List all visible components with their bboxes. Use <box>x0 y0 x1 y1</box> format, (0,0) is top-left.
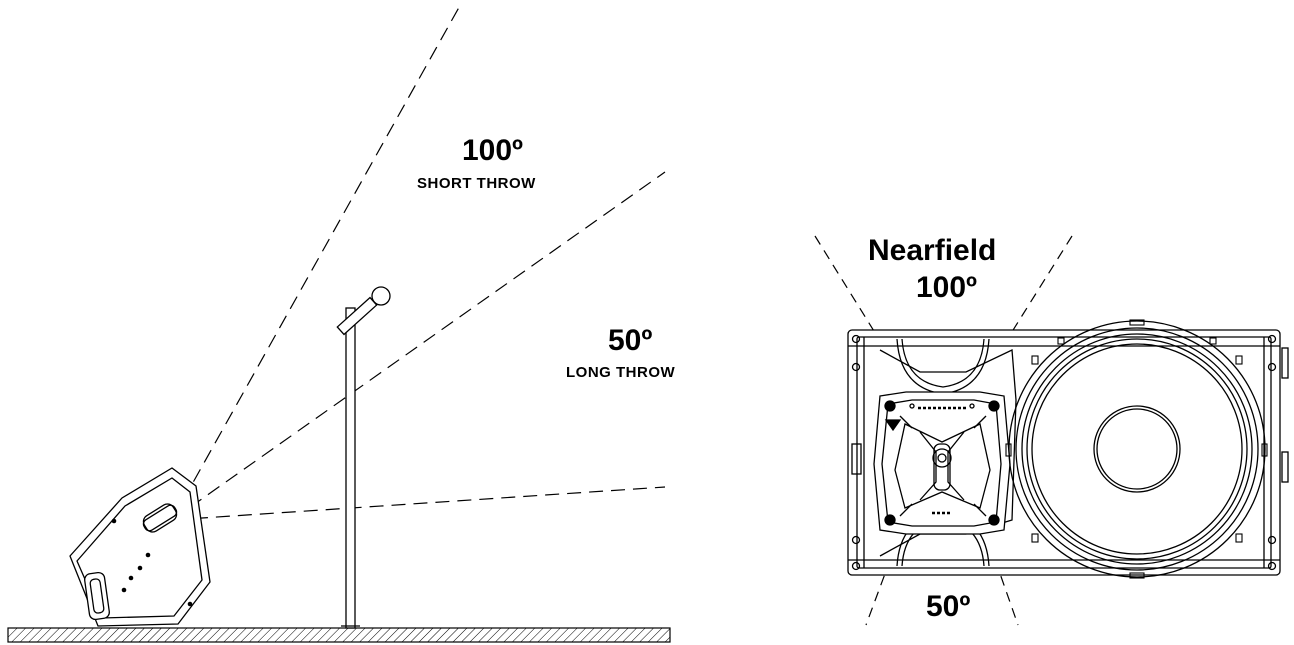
coverage-lines-left <box>171 1 666 521</box>
floor <box>7 627 671 643</box>
bottom-angle-label: 50º <box>926 590 971 623</box>
nearfield-label: Nearfield <box>868 234 997 267</box>
short-throw-label: SHORT THROW <box>417 175 536 192</box>
floor-monitor-speaker-icon <box>69 467 211 627</box>
long-throw-angle-label: 50º <box>608 324 653 357</box>
nearfield-angle-label: 100º <box>916 271 978 304</box>
short-throw-lower-line <box>171 171 666 521</box>
long-throw-label: LONG THROW <box>566 364 676 381</box>
speaker-front-view-icon <box>847 319 1289 579</box>
microphone-stand-icon <box>336 286 391 629</box>
short-throw-upper-line <box>171 1 463 521</box>
long-throw-lower-line <box>171 486 666 521</box>
short-throw-angle-label: 100º <box>462 134 524 167</box>
